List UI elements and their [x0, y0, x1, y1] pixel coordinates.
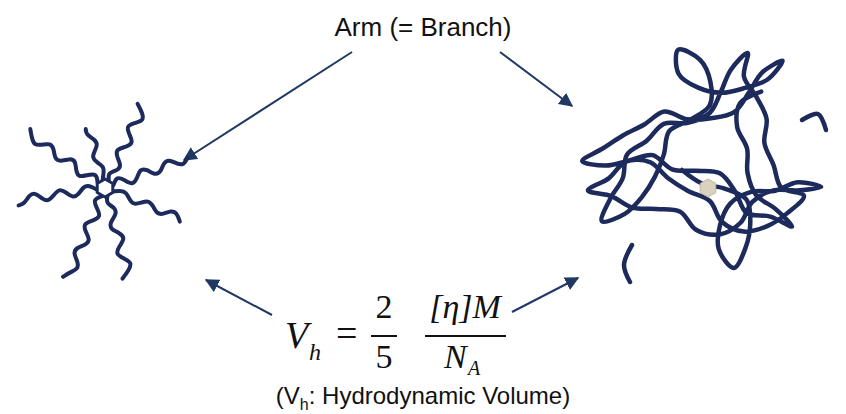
polymer-arm: [19, 186, 97, 205]
formula-operator: =: [336, 314, 357, 352]
fraction-bar: [425, 335, 506, 337]
leader-arrow: [500, 52, 572, 106]
polymer-arm: [107, 197, 130, 279]
polymer-chain: [802, 114, 826, 130]
core-hexagon: [97, 179, 113, 197]
polymer-arm: [113, 158, 187, 185]
polymer-arm: [63, 196, 102, 276]
polymer-chain: [582, 49, 821, 268]
polymer-arm: [109, 104, 143, 180]
formula-symbol: N: [444, 340, 467, 374]
core-hexagon: [700, 179, 716, 197]
leader-arrow: [512, 278, 578, 312]
caption: (Vh: Hydrodynamic Volume): [0, 382, 846, 414]
formula-numerator: 2: [376, 290, 393, 324]
formula-symbol: V: [285, 316, 308, 354]
caption-text: : Hydrodynamic Volume): [309, 382, 570, 409]
star-polymer: [19, 104, 188, 279]
leader-arrow: [184, 52, 352, 160]
collapsed-polymer: [582, 49, 826, 282]
arm-label: Arm (= Branch): [335, 14, 512, 40]
caption-subscript: h: [300, 396, 309, 413]
formula-subscript: h: [309, 340, 321, 364]
formula-subscript: A: [468, 358, 480, 378]
formula-numerator: [η]M: [429, 290, 501, 324]
fraction-bar: [371, 335, 397, 337]
polymer-chain: [624, 245, 632, 282]
polymer-arm: [86, 129, 104, 179]
polymer-arm: [113, 191, 179, 222]
leader-arrow: [206, 280, 272, 315]
formula-denominator: 5: [376, 340, 393, 374]
caption-text: (V: [276, 382, 300, 409]
